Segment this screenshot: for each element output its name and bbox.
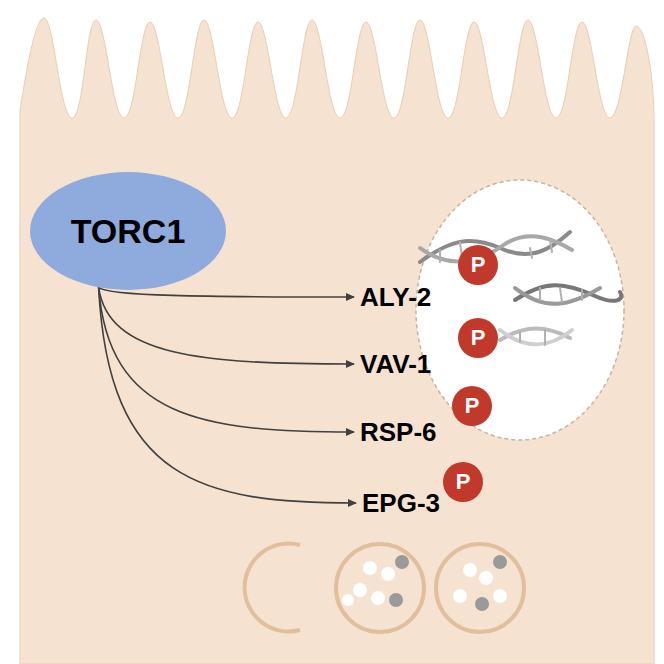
autophagic-vesicles [245,544,524,633]
node-text: RSP-6 [360,417,437,448]
phospho-mark: P [465,393,480,419]
protein-label: RSP-6 [358,416,439,449]
dna-strands [420,232,621,345]
epithelial-cell [20,18,654,664]
phospho-badge: P [458,245,498,285]
activation-arrow [99,287,356,503]
phospho-mark: P [471,252,486,278]
vesicle-cargo [342,555,507,611]
phospho-mark: P [471,325,486,351]
protein-label: EPG-3 [360,487,442,520]
phospho-badge: P [443,462,483,502]
protein-label: ALY-2 [358,281,433,314]
node-text: VAV-1 [360,349,431,380]
phospho-mark: P [456,469,471,495]
activation-arrow [99,287,354,364]
node-text: TORC1 [71,212,186,251]
activation-arrow [99,287,354,432]
phospho-badge: P [458,318,498,358]
nucleus [416,180,624,440]
complex-ellipse: TORC1 [30,172,226,290]
node-text: EPG-3 [362,488,440,519]
phospho-badge: P [452,386,492,426]
node-text: ALY-2 [360,282,431,313]
protein-label: VAV-1 [358,348,433,381]
